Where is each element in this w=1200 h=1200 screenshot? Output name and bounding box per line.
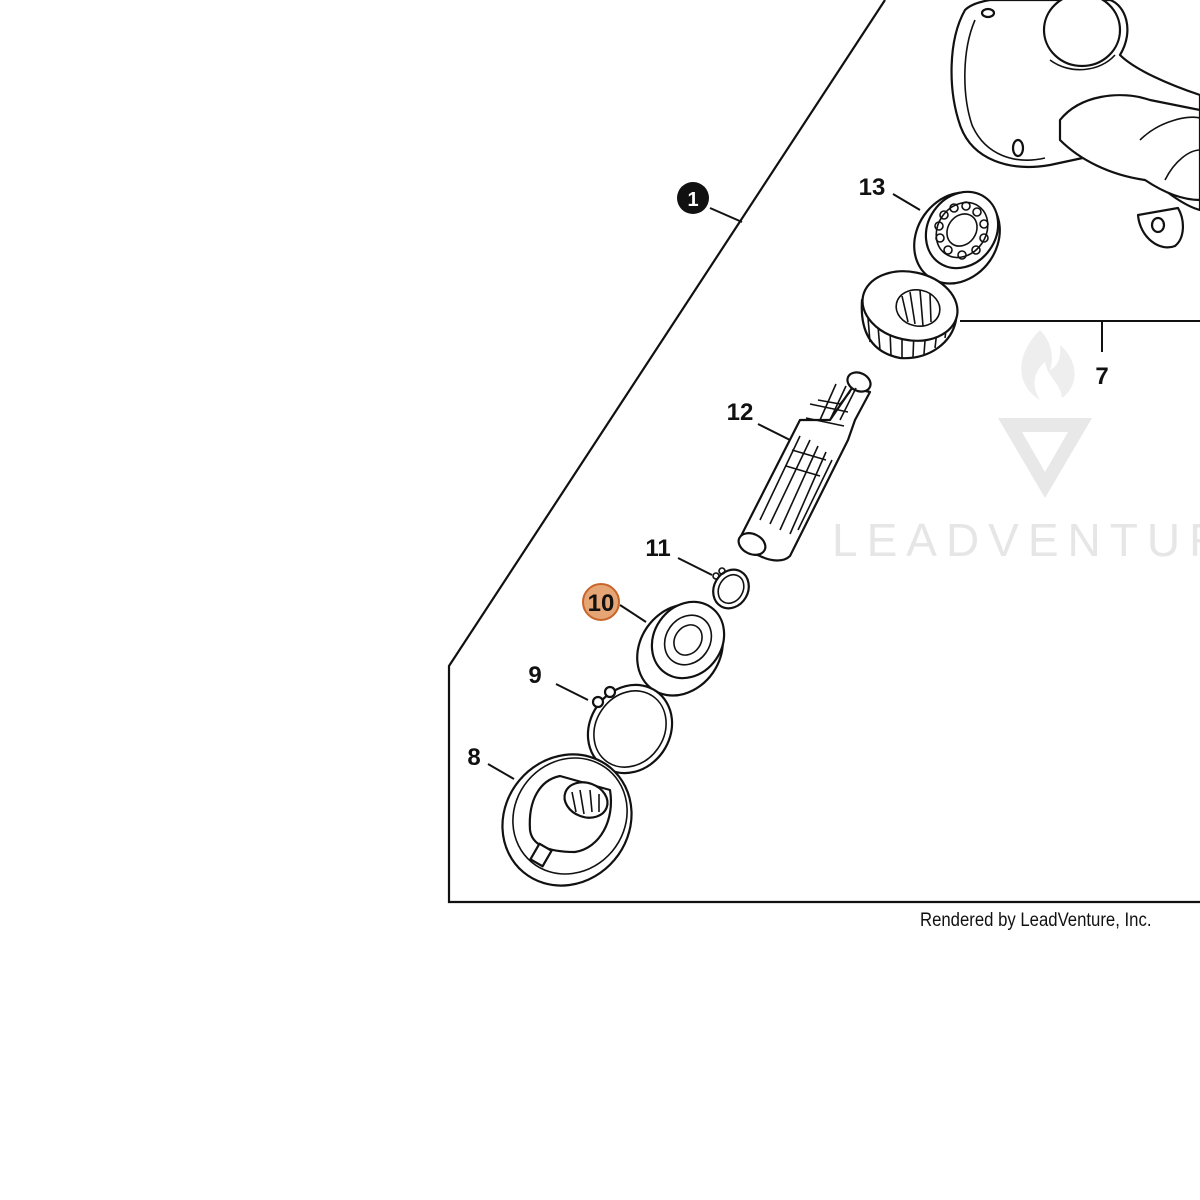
leadventure-watermark: LEADVENTUR: [832, 330, 1200, 566]
callout-12-label[interactable]: 12: [727, 399, 754, 426]
watermark-v-logo-icon: [998, 418, 1092, 498]
gear-housing: [950, 0, 1200, 249]
assembly-outline: [447, 0, 1200, 904]
part-11-snap-ring: [712, 567, 750, 610]
callout-8-label[interactable]: 8: [467, 744, 480, 771]
callout-1-label: 1: [687, 189, 698, 211]
watermark-text: LEADVENTUR: [832, 514, 1200, 566]
part-13-bearing: [913, 190, 1001, 285]
part-7-bevel-gear: [860, 270, 959, 360]
part-10-bearing: [636, 600, 726, 697]
part-12-shaft: [737, 371, 872, 562]
callout-11-label[interactable]: 11: [645, 535, 670, 562]
part-8-cover: [501, 753, 633, 887]
callout-10-label: 10: [588, 590, 615, 617]
callout-7-label[interactable]: 7: [1095, 363, 1108, 390]
callout-1[interactable]: 1: [677, 182, 709, 214]
callout-9-label[interactable]: 9: [528, 662, 541, 689]
watermark-flame-icon: [1021, 330, 1075, 400]
leader-lines: [487, 193, 1200, 780]
callout-10-highlight-badge: [582, 583, 620, 621]
callout-1-badge: [677, 182, 709, 214]
render-credit: Rendered by LeadVenture, Inc.: [920, 910, 1152, 931]
callout-13-label[interactable]: 13: [859, 174, 886, 201]
callout-10[interactable]: 10: [582, 583, 620, 621]
